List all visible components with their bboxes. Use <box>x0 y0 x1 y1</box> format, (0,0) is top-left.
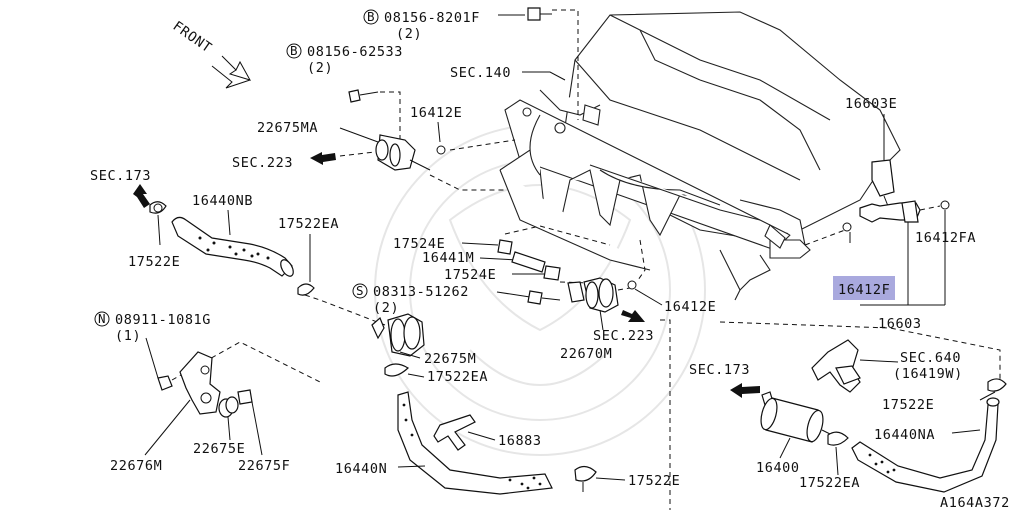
label-16883[interactable]: 16883 <box>498 433 542 449</box>
bolt-mid-callout: B 08156-62533 (2) <box>286 43 403 140</box>
hose-16440N: 16440N <box>335 391 553 495</box>
screw-symbol <box>352 283 368 299</box>
label-22676M[interactable]: 22676M <box>110 458 162 474</box>
highlight-16412F <box>833 276 895 300</box>
label-sec223-left[interactable]: SEC.223 <box>232 155 293 171</box>
label-08313-51262[interactable]: 08313-51262 <box>373 284 469 300</box>
bolt-mid-symbol <box>286 43 302 59</box>
label-17522EA-mid[interactable]: 17522EA <box>427 369 488 385</box>
label-22675MA[interactable]: 22675MA <box>257 120 318 136</box>
screw-callout: S 08313-51262 (2) <box>352 283 561 316</box>
damper-22675M: 22675M 17522EA <box>371 313 488 385</box>
svg-text:(2): (2) <box>396 26 422 42</box>
nut-icon <box>157 375 173 391</box>
label-16412FA[interactable]: 16412FA <box>915 230 976 246</box>
fuel-filter-16400: 16400 <box>756 391 835 476</box>
label-22670M[interactable]: 22670M <box>560 346 612 362</box>
svg-text:(1): (1) <box>115 328 141 344</box>
front-arrow: FRONT <box>170 18 252 89</box>
label-sec173-right[interactable]: SEC.173 <box>689 362 750 378</box>
label-sec140[interactable]: SEC.140 <box>450 65 511 81</box>
label-17522E-right[interactable]: 17522E <box>882 397 934 413</box>
nut-callout: N 08911-1081G (1) <box>94 311 321 391</box>
arrow-icon <box>133 184 150 208</box>
svg-text:B: B <box>367 9 375 24</box>
bolt-icon <box>527 290 543 305</box>
svg-text:N: N <box>98 311 106 326</box>
arrow-icon <box>730 383 760 398</box>
label-17522E-left[interactable]: 17522E <box>128 254 180 270</box>
damper-22675MA: 22675MA <box>257 120 431 171</box>
label-17524E-a[interactable]: 17524E <box>393 236 445 252</box>
label-17522EA-top[interactable]: 17522EA <box>278 216 339 232</box>
label-16440NB[interactable]: 16440NB <box>192 193 253 209</box>
label-sec640[interactable]: SEC.640 <box>900 350 961 366</box>
svg-text:(2): (2) <box>373 300 399 316</box>
svg-text:B: B <box>290 43 298 58</box>
label-17522EA-bottom[interactable]: 17522EA <box>799 475 860 491</box>
arrow-icon <box>310 152 336 165</box>
label-16603[interactable]: 16603 <box>878 316 922 332</box>
label-sec173-left[interactable]: SEC.173 <box>90 168 151 184</box>
sec640-bracket: SEC.640 (16419W) <box>811 339 963 393</box>
bushings-22675: 22675E 22675F <box>193 389 290 474</box>
arrow-icon <box>621 310 645 322</box>
label-16412F[interactable]: 16412F <box>838 282 890 298</box>
label-16441M[interactable]: 16441M <box>422 250 474 266</box>
injector-16603: 16603E 16412FA 16412F 16603 <box>719 96 1001 380</box>
label-08156-62533[interactable]: 08156-62533 <box>307 44 403 60</box>
bracket-22676M: 22676M <box>110 351 221 474</box>
regulator-22670M: SEC.223 22670M <box>560 277 654 362</box>
nut-symbol <box>94 311 110 327</box>
label-08911-1081G[interactable]: 08911-1081G <box>115 312 211 328</box>
label-22675F[interactable]: 22675F <box>238 458 290 474</box>
label-16603E[interactable]: 16603E <box>845 96 897 112</box>
bolt-top-symbol <box>363 9 379 25</box>
hose-16440NB: 16440NB <box>171 193 294 277</box>
bolt-icon <box>348 89 361 103</box>
svg-text:S: S <box>356 283 364 298</box>
label-16412E-top[interactable]: 16412E <box>410 105 462 121</box>
label-sec223-mid[interactable]: SEC.223 <box>593 328 654 344</box>
label-08156-8201F[interactable]: 08156-8201F <box>384 10 480 26</box>
bolt-top-callout: B 08156-8201F (2) <box>363 7 579 120</box>
clip-16883: 16883 <box>433 414 542 451</box>
hose-16440NA: 16440NA <box>851 397 1000 493</box>
intake-manifold <box>499 11 901 301</box>
label-17522E-bottom[interactable]: 17522E <box>628 473 680 489</box>
clamp-17522E-left: 17522E <box>128 201 180 270</box>
label-16440N[interactable]: 16440N <box>335 461 387 477</box>
svg-text:(2): (2) <box>307 60 333 76</box>
label-16440NA[interactable]: 16440NA <box>874 427 935 443</box>
label-16412E-mid[interactable]: 16412E <box>664 299 716 315</box>
label-22675E[interactable]: 22675E <box>193 441 245 457</box>
label-22675M[interactable]: 22675M <box>424 351 476 367</box>
label-16400[interactable]: 16400 <box>756 460 800 476</box>
label-17524E-b[interactable]: 17524E <box>444 267 496 283</box>
label-16419W[interactable]: (16419W) <box>893 366 963 382</box>
bolt-icon <box>527 7 541 21</box>
front-label: FRONT <box>170 18 215 56</box>
drawing-id: A164A372 <box>940 495 1010 511</box>
